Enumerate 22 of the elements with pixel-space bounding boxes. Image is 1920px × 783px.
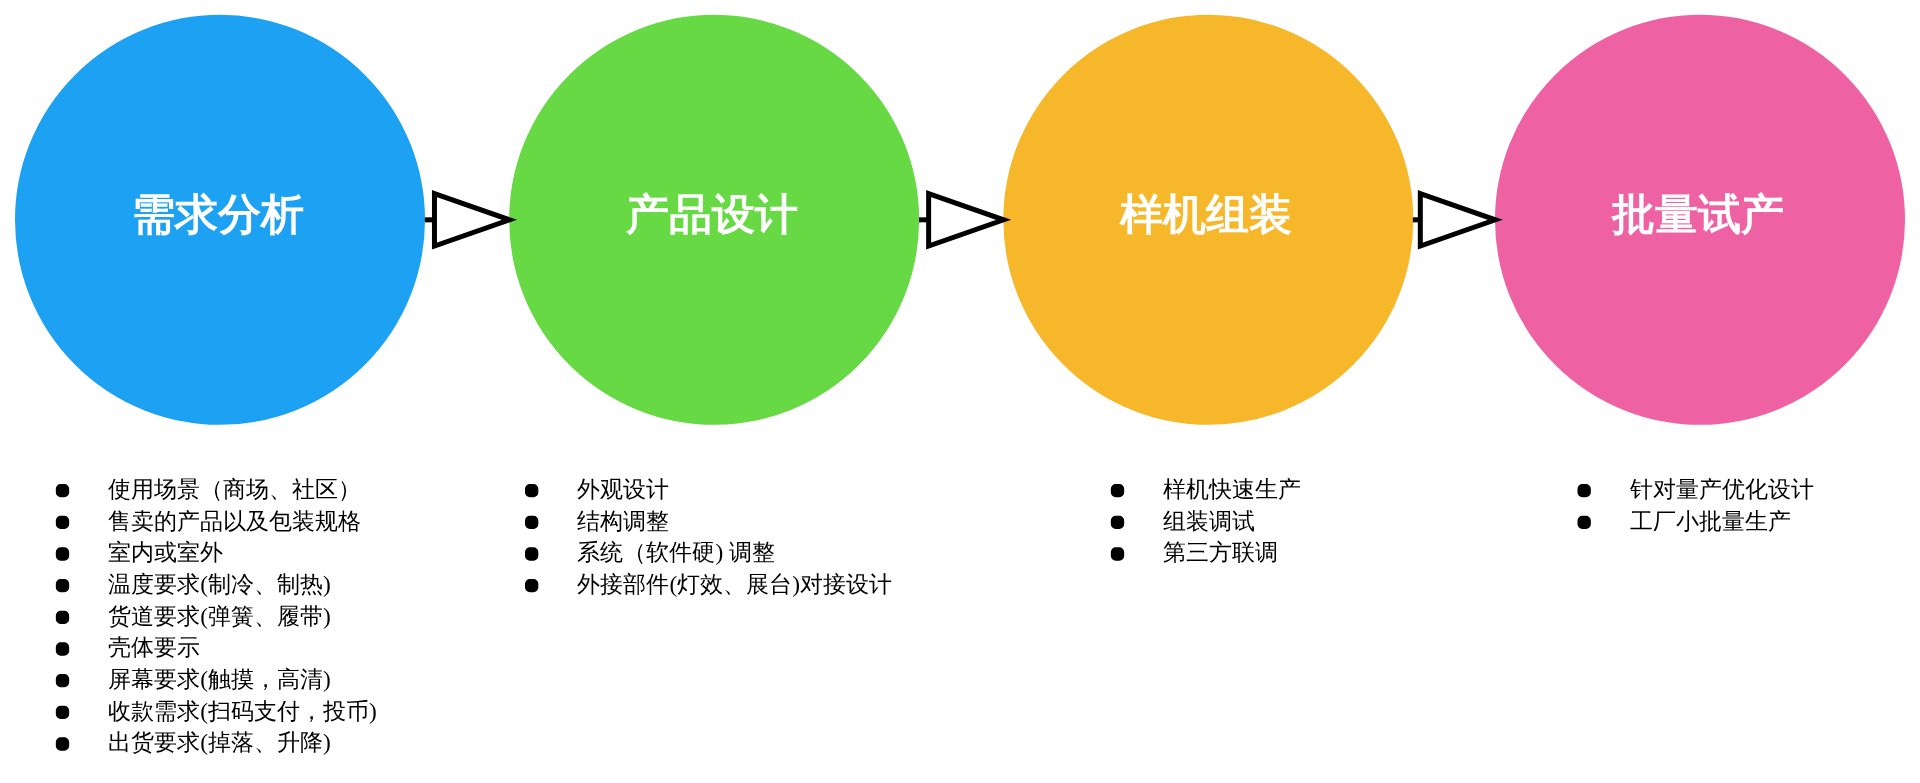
- node-label: 第三方联调: [1163, 539, 1279, 566]
- node-label: 外观设计: [577, 475, 670, 502]
- node-label: 收款需求(扫码支付，投币): [108, 697, 377, 724]
- node-label: 出货要求(掉落、升降): [108, 729, 331, 756]
- node-label: 外接部件(灯效、展台)对接设计: [577, 570, 893, 597]
- node-circle: 需求分析: [15, 14, 425, 425]
- node-label: 工厂小批量生产: [1630, 507, 1791, 534]
- node-label: 样机快速生产: [1163, 475, 1302, 502]
- node-label: 室内或室外: [108, 539, 224, 566]
- node-label: 结构调整: [577, 507, 670, 534]
- node-circle: 样机组装: [1003, 14, 1414, 425]
- node-circle: 批量试产: [1495, 14, 1905, 425]
- node-label: 组装调试: [1163, 507, 1256, 534]
- node-label: 货道要求(弹簧、履带): [108, 602, 331, 629]
- node-label: 售卖的产品以及包装规格: [108, 507, 362, 534]
- node-label: 系统（软件硬) 调整: [577, 539, 776, 566]
- node-label: 温度要求(制冷、制热): [108, 570, 331, 597]
- node-label: 屏幕要求(触摸，高清): [108, 665, 331, 692]
- node-circle: 产品设计: [509, 14, 920, 425]
- node-label: 针对量产优化设计: [1630, 475, 1814, 502]
- node-label: 使用场景（商场、社区）: [108, 475, 362, 502]
- node-label: 壳体要示: [108, 634, 201, 661]
